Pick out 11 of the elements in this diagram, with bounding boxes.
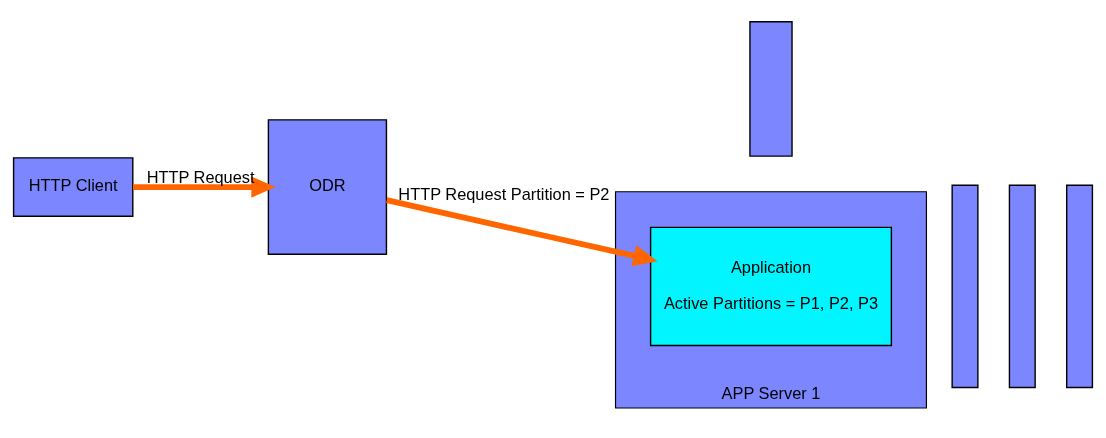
edge-label: HTTP Request Partition = P2	[398, 184, 610, 203]
node-box	[1008, 184, 1036, 388]
node-box	[749, 20, 793, 157]
edge-label: HTTP Request	[146, 167, 255, 186]
node-box	[1066, 184, 1094, 388]
node-box: ODR	[267, 118, 388, 255]
arrow	[133, 175, 276, 198]
node-box: Application Active Partitions = P1, P2, P3	[649, 226, 893, 346]
node-box: HTTP Client	[12, 156, 134, 217]
node-box	[951, 184, 979, 388]
arrow	[386, 196, 658, 266]
